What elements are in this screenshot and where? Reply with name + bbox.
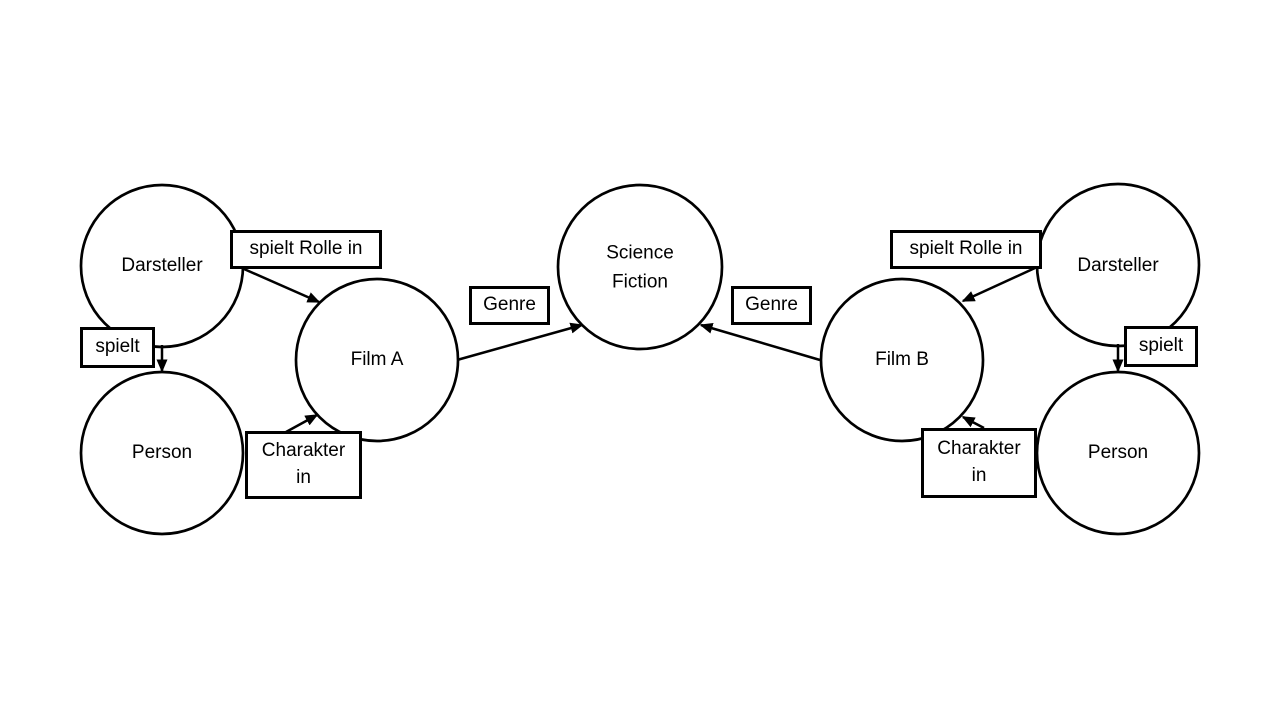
- node-darsteller-left: [79, 183, 245, 349]
- arrow-darsteller-right-to-film-b: [961, 266, 1036, 303]
- arrow-darsteller-left-to-film-a: [243, 267, 321, 304]
- arrow-film-b-to-science-fiction: [699, 322, 821, 362]
- edge-label-charakter-in-left: Charakter in: [245, 431, 362, 499]
- arrow-film-a-to-science-fiction: [456, 322, 584, 362]
- node-darsteller-right: [1035, 182, 1201, 348]
- node-film-b: [819, 277, 985, 443]
- node-science-fiction: [556, 183, 724, 351]
- arrow-person-left-to-film-a: [285, 413, 319, 434]
- edge-label-spielt-rolle-in-left: spielt Rolle in: [230, 230, 382, 269]
- edge-label-genre-left: Genre: [469, 286, 550, 325]
- edge-label-charakter-in-right: Charakter in: [921, 428, 1037, 498]
- edge-label-spielt-rolle-in-right: spielt Rolle in: [890, 230, 1042, 269]
- edge-label-genre-right: Genre: [731, 286, 812, 325]
- node-film-a: [294, 277, 460, 443]
- node-person-left: [79, 370, 245, 536]
- node-person-right: [1035, 370, 1201, 536]
- arrow-person-right-to-film-b: [961, 415, 985, 430]
- edge-label-spielt-right: spielt: [1124, 326, 1198, 367]
- edge-label-spielt-left: spielt: [80, 327, 155, 368]
